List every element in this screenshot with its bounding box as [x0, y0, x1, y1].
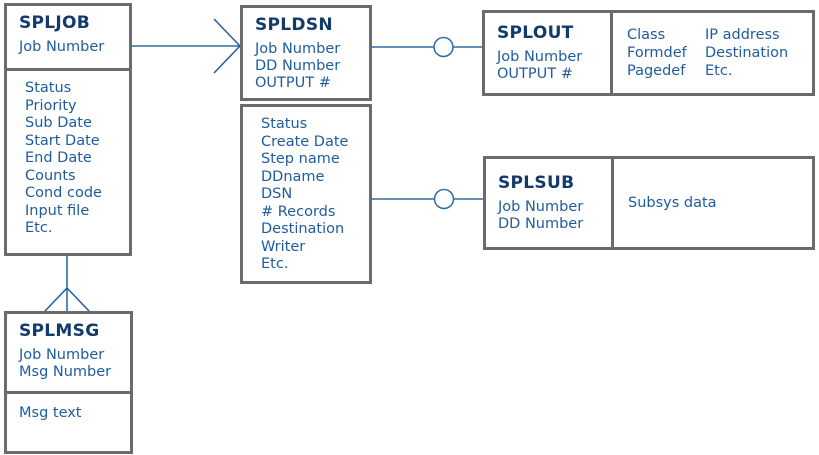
- attribute: Subsys data: [628, 195, 717, 211]
- attribute: DSN: [261, 186, 293, 202]
- entity-spldsn-key-0: Job Number: [255, 41, 341, 57]
- attribute: Msg text: [19, 405, 82, 421]
- entity-splout-attributes: Class IP address Formdef Destination Pag…: [613, 13, 812, 93]
- entity-splout[interactable]: SPLOUT Job Number OUTPUT # Class IP addr…: [482, 10, 815, 96]
- entity-spldsn-header: SPLDSN Job Number DD Number OUTPUT #: [243, 8, 369, 100]
- attribute: Create Date: [261, 133, 349, 150]
- attribute: End Date: [25, 150, 92, 166]
- attribute: Etc.: [25, 220, 53, 236]
- entity-spljob-key-0: Job Number: [19, 39, 105, 55]
- attribute: Writer: [261, 238, 306, 255]
- entity-spljob-attributes: Status Priority Sub Date Start Date End …: [7, 71, 129, 253]
- connector-spljob-spldsn: [132, 18, 241, 74]
- connector-spldsn-splout: [372, 36, 482, 58]
- attribute: Status: [25, 80, 72, 96]
- attribute-row: Class IP address: [627, 26, 798, 44]
- entity-splmsg[interactable]: SPLMSG Job Number Msg Number Msg text: [4, 311, 133, 454]
- entity-spljob-title: SPLJOB: [19, 13, 91, 33]
- attribute: Cond code: [25, 185, 102, 201]
- attribute: Etc.: [705, 63, 733, 79]
- entity-spldsn-key-2: OUTPUT #: [255, 75, 331, 91]
- attribute: Status: [261, 116, 308, 132]
- zero-or-one-circle-icon: [433, 36, 454, 58]
- entity-spldsn-attribute-box[interactable]: Status Create Date Step name DDname DSN …: [240, 104, 372, 284]
- attribute: IP address: [705, 27, 780, 43]
- attribute: Counts: [25, 167, 76, 184]
- entity-splsub-title: SPLSUB: [498, 172, 575, 193]
- entity-splout-title: SPLOUT: [497, 22, 574, 43]
- entity-splout-key-0: Job Number: [497, 48, 583, 65]
- attribute: Class: [627, 27, 666, 43]
- attribute: Step name: [261, 151, 340, 167]
- attribute: Destination: [705, 45, 789, 61]
- entity-spldsn[interactable]: SPLDSN Job Number DD Number OUTPUT #: [240, 5, 372, 101]
- entity-splsub-key-0: Job Number: [498, 198, 584, 215]
- entity-splmsg-key-0: Job Number: [19, 347, 105, 363]
- entity-splmsg-title: SPLMSG: [19, 321, 100, 341]
- attribute: Sub Date: [25, 115, 92, 131]
- entity-spldsn-attributes: Status Create Date Step name DDname DSN …: [243, 107, 369, 283]
- attribute: Etc.: [261, 256, 289, 272]
- attribute: Input file: [25, 202, 90, 219]
- entity-splsub[interactable]: SPLSUB Job Number DD Number Subsys data: [483, 156, 815, 250]
- attribute-row: Formdef Destination: [627, 44, 798, 62]
- connector-spljob-splmsg: [44, 250, 90, 312]
- entity-splsub-attributes: Subsys data: [614, 159, 812, 247]
- entity-spljob-header: SPLJOB Job Number: [7, 6, 129, 71]
- entity-splsub-header: SPLSUB Job Number DD Number: [486, 159, 614, 247]
- entity-splout-header: SPLOUT Job Number OUTPUT #: [485, 13, 613, 93]
- attribute: Destination: [261, 221, 345, 237]
- connector-spldsn-splsub: [372, 188, 483, 210]
- attribute: Priority: [25, 97, 77, 114]
- attribute: DDname: [261, 168, 325, 185]
- entity-splmsg-header: SPLMSG Job Number Msg Number: [7, 314, 130, 394]
- attribute: Start Date: [25, 132, 100, 149]
- entity-splsub-key-1: DD Number: [498, 215, 584, 232]
- entity-splout-key-1: OUTPUT #: [497, 65, 573, 82]
- attribute: # Records: [261, 203, 336, 220]
- attribute: Pagedef: [627, 63, 686, 79]
- entity-splmsg-key-1: Msg Number: [19, 364, 112, 380]
- attribute-row: Pagedef Etc.: [627, 62, 798, 80]
- entity-spljob[interactable]: SPLJOB Job Number Status Priority Sub Da…: [4, 3, 132, 256]
- entity-splmsg-attributes: Msg text: [7, 394, 130, 451]
- attribute: Formdef: [627, 45, 687, 61]
- zero-or-one-circle-icon: [433, 188, 455, 210]
- entity-spldsn-key-1: DD Number: [255, 58, 341, 74]
- entity-spldsn-title: SPLDSN: [255, 15, 333, 35]
